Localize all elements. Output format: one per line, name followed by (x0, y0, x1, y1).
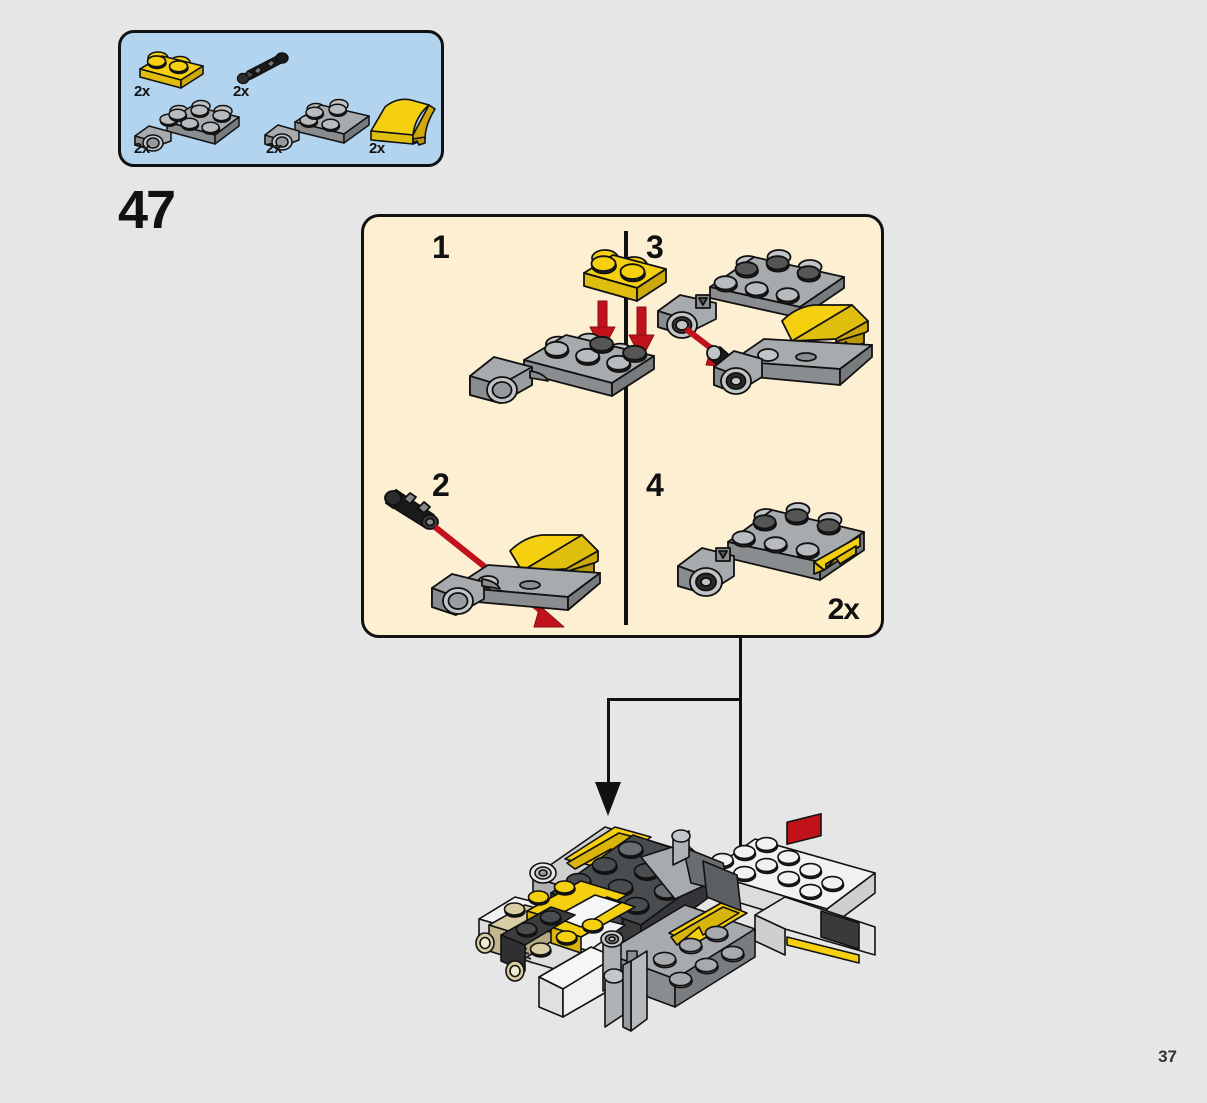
part-qty-slope-curved-yellow: 2x (369, 140, 385, 157)
substeps-panel: 1 (361, 214, 884, 638)
part-qty-plate-gray-left: 2x (134, 140, 150, 157)
substep-4-illustration (664, 492, 894, 622)
part-plate-1x2-yellow (135, 47, 213, 93)
substep-number-3: 3 (646, 229, 664, 265)
part-qty-plate-1x2-yellow: 2x (134, 83, 150, 100)
part-slope-curved-yellow (363, 95, 441, 157)
connector-horizontal-branch (607, 698, 741, 701)
part-plate-gray-left (129, 91, 247, 163)
part-qty-pin-black: 2x (233, 83, 249, 100)
part-qty-plate-gray-right: 2x (266, 140, 282, 157)
substep-1-illustration (454, 245, 714, 425)
parts-bin: 2x 2x (118, 30, 444, 167)
page-number: 37 (1158, 1047, 1177, 1066)
substep-number-2: 2 (432, 467, 450, 503)
substeps-panel-quantity: 2x (827, 593, 860, 626)
part-pin-black (231, 49, 291, 91)
substep-2-illustration (372, 479, 632, 634)
connector-vertical-branch (607, 698, 610, 786)
step-number: 47 (118, 180, 176, 240)
substep-number-4: 4 (646, 467, 664, 503)
main-assembly-illustration (455, 765, 905, 1065)
part-plate-gray-right (261, 91, 379, 163)
connector-vertical-main (739, 638, 742, 890)
callout-arrow-left (595, 782, 621, 816)
substep-3-illustration (636, 245, 884, 425)
substep-number-1: 1 (432, 229, 450, 265)
panel-divider (624, 231, 628, 625)
